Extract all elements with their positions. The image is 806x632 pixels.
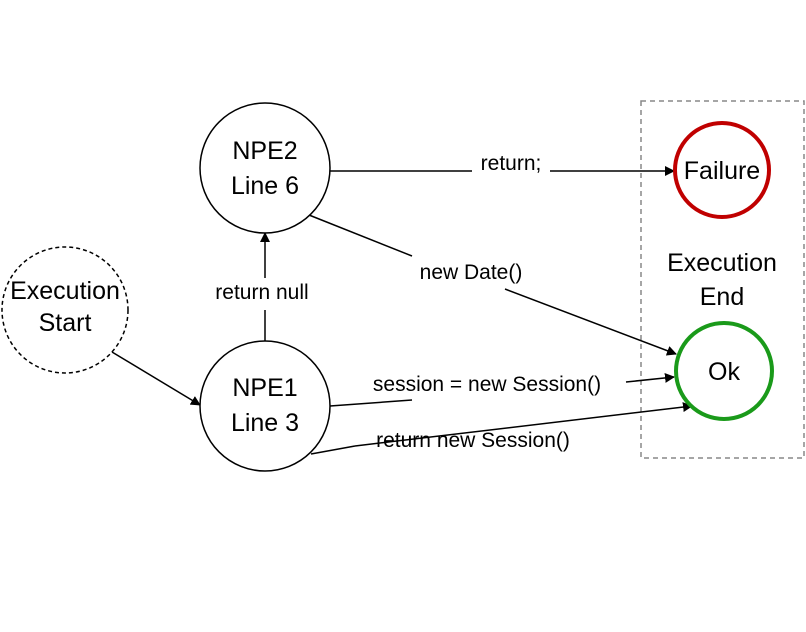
- node-failure: [673, 121, 771, 219]
- node-npe1: [199, 340, 331, 472]
- execution-end-label-line2: End: [700, 283, 744, 311]
- node-npe2-line1: NPE2: [232, 137, 297, 165]
- node-ok-label: Ok: [708, 358, 740, 386]
- edge-label-return-null: return null: [215, 281, 308, 304]
- node-ok: [674, 321, 774, 421]
- edge-npe1-ok-session-line-left: [329, 399, 413, 407]
- execution-end-label-line1: Execution: [667, 249, 777, 277]
- node-npe1-line2: Line 3: [231, 409, 299, 437]
- edge-label-new-date: new Date(): [420, 261, 523, 284]
- execution-end-region: [640, 100, 805, 459]
- node-execution-start: [1, 246, 129, 374]
- edge-npe2-ok-line-right: [504, 288, 677, 356]
- edge-start-npe1-line: [111, 351, 201, 406]
- edge-npe2-ok-line-left: [308, 214, 413, 257]
- node-npe1-line1: NPE1: [232, 374, 297, 402]
- edge-label-return-new-session: return new Session(): [376, 429, 570, 452]
- node-execution-start-line1: Execution: [10, 277, 120, 305]
- node-npe2-line2: Line 6: [231, 172, 299, 200]
- edge-npe1-ok-return-line-left: [310, 445, 356, 455]
- edge-npe1-ok-return-line-right: [354, 402, 693, 447]
- node-failure-label: Failure: [684, 157, 760, 185]
- edge-label-return: return;: [481, 152, 542, 175]
- node-npe2: [199, 102, 331, 234]
- node-execution-start-line2: Start: [39, 309, 92, 337]
- edge-label-session-new-session: session = new Session(): [373, 373, 601, 396]
- edge-npe1-ok-session-line-right: [625, 372, 675, 383]
